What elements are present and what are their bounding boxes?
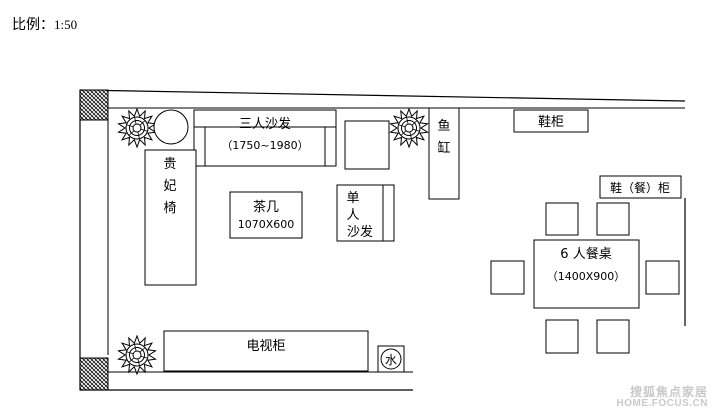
scale-value: 1:50 <box>54 17 78 32</box>
coffee-table-size: 1070X600 <box>238 218 295 231</box>
coffee-table: 茶几 1070X600 <box>229 191 303 239</box>
coffee-table-name: 茶几 <box>253 199 279 215</box>
column-top-left <box>79 89 109 121</box>
shoe-cabinet: 鞋柜 <box>513 109 589 133</box>
tv-cabinet-label: 电视柜 <box>246 339 285 354</box>
dining-chair <box>545 319 579 354</box>
chaise-char-2: 妃 <box>163 179 176 194</box>
sofa3-name: 三人沙发 <box>239 116 291 132</box>
shoe-cabinet-label: 鞋柜 <box>538 114 564 130</box>
watermark-line-2: HOME.FOCUS.CN <box>616 398 708 409</box>
sofa3-size: （1750~1980） <box>221 139 308 152</box>
round-side-table <box>153 109 189 145</box>
single-sofa-char-1: 单 <box>346 191 359 206</box>
dining-table-name: 6 人餐桌 <box>560 246 611 262</box>
dining-chair <box>545 202 579 236</box>
dining-table <box>533 239 640 309</box>
dining-chair <box>596 319 630 354</box>
single-sofa-char-3: 沙发 <box>347 224 373 240</box>
dining-chair <box>596 202 630 236</box>
plant-icon <box>117 107 157 149</box>
scale-note: 比例：1:50 <box>12 16 77 34</box>
scale-label: 比例： <box>12 17 54 33</box>
dining-table-size: （1400X900） <box>547 270 626 283</box>
dining-set: 6 人餐桌 （1400X900） <box>490 202 680 354</box>
watermark-line-1: 搜狐焦点家居 <box>629 385 708 399</box>
fish-tank-char-2: 缸 <box>437 140 450 156</box>
watermark: 搜狐焦点家居 HOME.FOCUS.CN <box>617 386 709 410</box>
three-seat-sofa: 三人沙发 （1750~1980） <box>193 109 337 167</box>
shoe-dining-cabinet-label: 鞋（餐）柜 <box>610 180 670 195</box>
chaise-char-3: 椅 <box>163 201 176 216</box>
plant-icon <box>389 107 429 149</box>
chaise-lounge: 贵 妃 椅 <box>144 149 197 286</box>
shoe-dining-cabinet: 鞋（餐）柜 <box>599 175 682 199</box>
water-fixture: 水 <box>377 345 405 373</box>
single-sofa-char-2: 人 <box>346 208 359 223</box>
fish-tank: 鱼 缸 <box>428 107 460 200</box>
plant-icon <box>117 334 157 376</box>
single-sofa: 单 人 沙发 <box>336 184 395 242</box>
column-bottom-left <box>79 357 109 391</box>
water-label: 水 <box>385 353 397 367</box>
tv-cabinet: 电视柜 <box>163 330 369 372</box>
top-wall-outer <box>79 89 686 102</box>
dining-chair <box>645 260 680 295</box>
fish-tank-char-1: 鱼 <box>437 118 450 134</box>
walls <box>79 89 686 391</box>
square-ottoman <box>344 120 390 170</box>
dining-chair <box>490 260 525 295</box>
chaise-char-1: 贵 <box>163 157 176 172</box>
